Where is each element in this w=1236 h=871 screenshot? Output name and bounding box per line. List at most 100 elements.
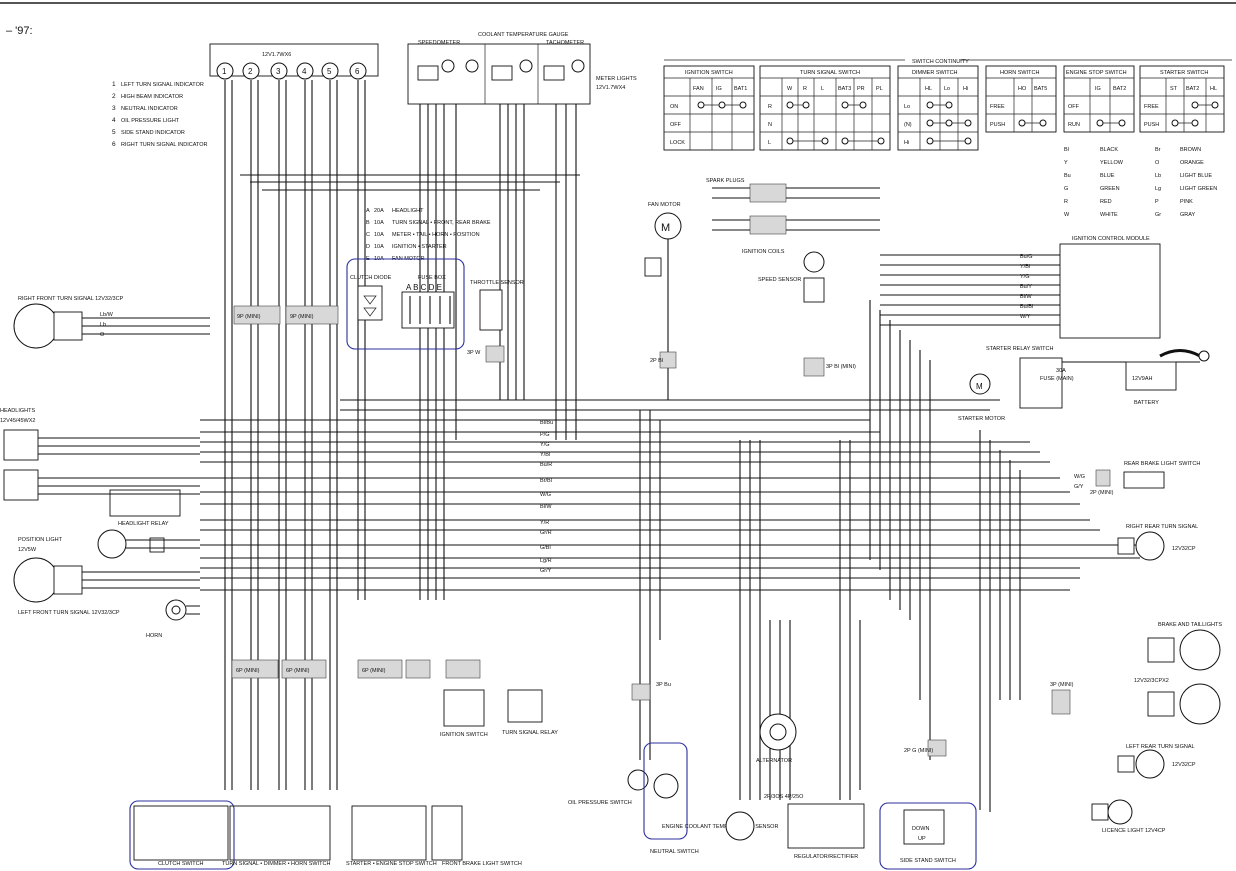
legend-text-4: OIL PRESSURE LIGHT [121, 118, 180, 124]
left-rear-turn-signal: LEFT REAR TURN SIGNAL 12V32CP [1117, 744, 1196, 779]
starter-table-title: STARTER SWITCH [1160, 70, 1208, 76]
meter-block: SPEEDOMETER COOLANT TEMPERATURE GAUGE TA… [407, 32, 637, 105]
starter-relay-battery: STARTER RELAY SWITCH M STARTER MOTOR 30A… [958, 346, 1210, 422]
legend-num-1: 1 [112, 81, 116, 88]
highlight-side-stand [879, 802, 977, 870]
legend-name-p: PINK [1180, 199, 1193, 205]
battery-label: BATTERY [1134, 400, 1159, 406]
front-brake-switch-label: FRONT BRAKE LIGHT SWITCH [442, 861, 522, 867]
ignition-coils-label: IGNITION COILS [742, 249, 785, 255]
starter-motor-m-icon: M [976, 382, 983, 391]
wire-label: Y/Bl [1020, 264, 1030, 270]
spark-plugs-label: SPARK PLUGS [706, 178, 745, 184]
legend-name-lg: LIGHT GREEN [1180, 186, 1217, 192]
legend-code-bu: Bu [1064, 173, 1071, 179]
ect-sensor-label: ENGINE COOLANT TEMPERATURE SENSOR [662, 824, 778, 830]
fuse-rating-d: 10A [374, 244, 384, 250]
right-rear-turn-signal: RIGHT REAR TURN SIGNAL 12V32CP [1117, 524, 1198, 561]
connector-2p-mini-label: 2P (MINI) [1090, 490, 1114, 496]
starter-col-bat2: BAT2 [1186, 86, 1199, 92]
oil-pressure-switch: OIL PRESSURE SWITCH 3P Bu [568, 682, 671, 806]
speedometer-label: SPEEDOMETER [418, 40, 460, 46]
fuse-rating-b: 10A [374, 220, 384, 226]
starter-row-push: PUSH [1144, 122, 1159, 128]
brake-and-taillights: BRAKE AND TAILLIGHTS 12V32/3CPX2 3P (MIN… [1050, 622, 1222, 725]
legend-code-lb: Lb [1155, 173, 1161, 179]
fuse-main-label: FUSE (MAIN) [1040, 376, 1074, 382]
highlight-ect-sensor [643, 742, 688, 840]
ign-col-ig: IG [716, 86, 722, 92]
wire-label: Bu/Y [1020, 284, 1032, 290]
highlight-clutch-switch [129, 800, 235, 870]
fuse-circuit-d: IGNITION • STARTER [392, 244, 447, 250]
wire-label: W/G [1074, 474, 1085, 480]
wire-label: Y/G [1020, 274, 1029, 280]
connector-6p-starter-label: 6P (MINI) [362, 668, 386, 674]
legend-text-3: NEUTRAL INDICATOR [121, 106, 178, 112]
indicator-num-3: 3 [276, 67, 281, 76]
wire-label: Bu/Bl [1020, 304, 1033, 310]
indicator-bulb-1 [216, 62, 234, 80]
indicator-header: 12V1.7WX6 [262, 52, 291, 58]
oil-pressure-label: OIL PRESSURE SWITCH [568, 800, 632, 806]
handlebar-switches: CLUTCH SWITCH TURN SIGNAL • DIMMER • HOR… [129, 800, 522, 870]
icm-label: IGNITION CONTROL MODULE [1072, 236, 1150, 242]
legend-name-w: WHITE [1100, 212, 1118, 218]
horn-row-free: FREE [990, 104, 1005, 110]
connector-6p-estop [405, 659, 431, 679]
connector-3p-bu-label: 3P Bu [656, 682, 671, 688]
engine-stop-table-title: ENGINE STOP SWITCH [1066, 70, 1127, 76]
legend-name-o: ORANGE [1180, 160, 1204, 166]
ignition-switch: IGNITION SWITCH [440, 659, 488, 738]
starter-col-hl: HL [1210, 86, 1217, 92]
legend-name-y: YELLOW [1100, 160, 1124, 166]
wire-label: Gr/Y [540, 568, 552, 574]
position-light: POSITION LIGHT 12V5W [18, 529, 200, 559]
headlights: HEADLIGHTS 12V45/45WX2 [0, 408, 100, 501]
connector-6p-right: 6P (MINI) [281, 659, 327, 679]
rear-brake-light-switch: REAR BRAKE LIGHT SWITCH 2P (MINI) [1090, 461, 1200, 496]
ect-sensor-neutral: ENGINE COOLANT TEMPERATURE SENSOR NEUTRA… [643, 742, 778, 855]
turn-signal-switch-table: TURN SIGNAL SWITCH W R L BAT3 PR PL R N … [759, 65, 891, 151]
wire-label: Bl/W [1020, 294, 1032, 300]
legend-name-gr: GRAY [1180, 212, 1196, 218]
horn-col-ho: HO [1018, 86, 1027, 92]
legend-name-lb: LIGHT BLUE [1180, 173, 1212, 179]
turn-signal-relay: TURN SIGNAL RELAY [502, 689, 558, 736]
clutch-diode-fuse-box: CLUTCH DIODE FUSE BOX A B C D E [346, 258, 465, 350]
wire-label: Lb [100, 322, 106, 328]
turn-col-pr: PR [857, 86, 865, 92]
indicator-num-2: 2 [248, 67, 253, 76]
ignition-table-title: IGNITION SWITCH [685, 70, 733, 76]
wire-label: W/Y [1020, 314, 1031, 320]
indicator-num-1: 1 [222, 67, 227, 76]
legend-name-bu: BLUE [1100, 173, 1115, 179]
starter-engine-stop-label: STARTER • ENGINE STOP SWITCH [346, 861, 437, 867]
fan-motor-label: FAN MOTOR [648, 202, 681, 208]
wire-label: Br/Bl [540, 478, 552, 484]
legend-text-1: LEFT TURN SIGNAL INDICATOR [121, 82, 204, 88]
turn-row-n: N [768, 122, 772, 128]
legend-num-4: 4 [112, 117, 116, 124]
ign-row-off: OFF [670, 122, 682, 128]
fuse-box-letters: A B C D E [406, 283, 442, 292]
fuse-main-rating: 30A [1056, 368, 1066, 374]
page-title: – '97: [6, 25, 33, 37]
connector-3p-mini-label: 3P (MINI) [1050, 682, 1074, 688]
fuse-letter-c: C [366, 232, 370, 238]
dim-col-lo: Lo [944, 86, 950, 92]
left-front-turn-signal: LEFT FRONT TURN SIGNAL 12V32/3CP [13, 557, 200, 616]
wire-label: Y/Bl [540, 452, 550, 458]
wire-label: Bu/G [1020, 254, 1033, 260]
fuse-letter-b: B [366, 220, 370, 226]
connector-9p-right-label: 9P (MINI) [290, 314, 314, 320]
right-rear-turn-label: RIGHT REAR TURN SIGNAL [1126, 524, 1198, 530]
fan-motor-m-icon: M [661, 222, 670, 234]
wire-label: W/G [540, 492, 551, 498]
horn-table-title: HORN SWITCH [1000, 70, 1039, 76]
right-rear-turn-spec: 12V32CP [1172, 546, 1196, 552]
legend-name-r: RED [1100, 199, 1112, 205]
connector-6p-starter: 6P (MINI) [357, 659, 403, 679]
turn-col-bat3: BAT3 [838, 86, 851, 92]
legend-name-bl: BLACK [1100, 147, 1118, 153]
